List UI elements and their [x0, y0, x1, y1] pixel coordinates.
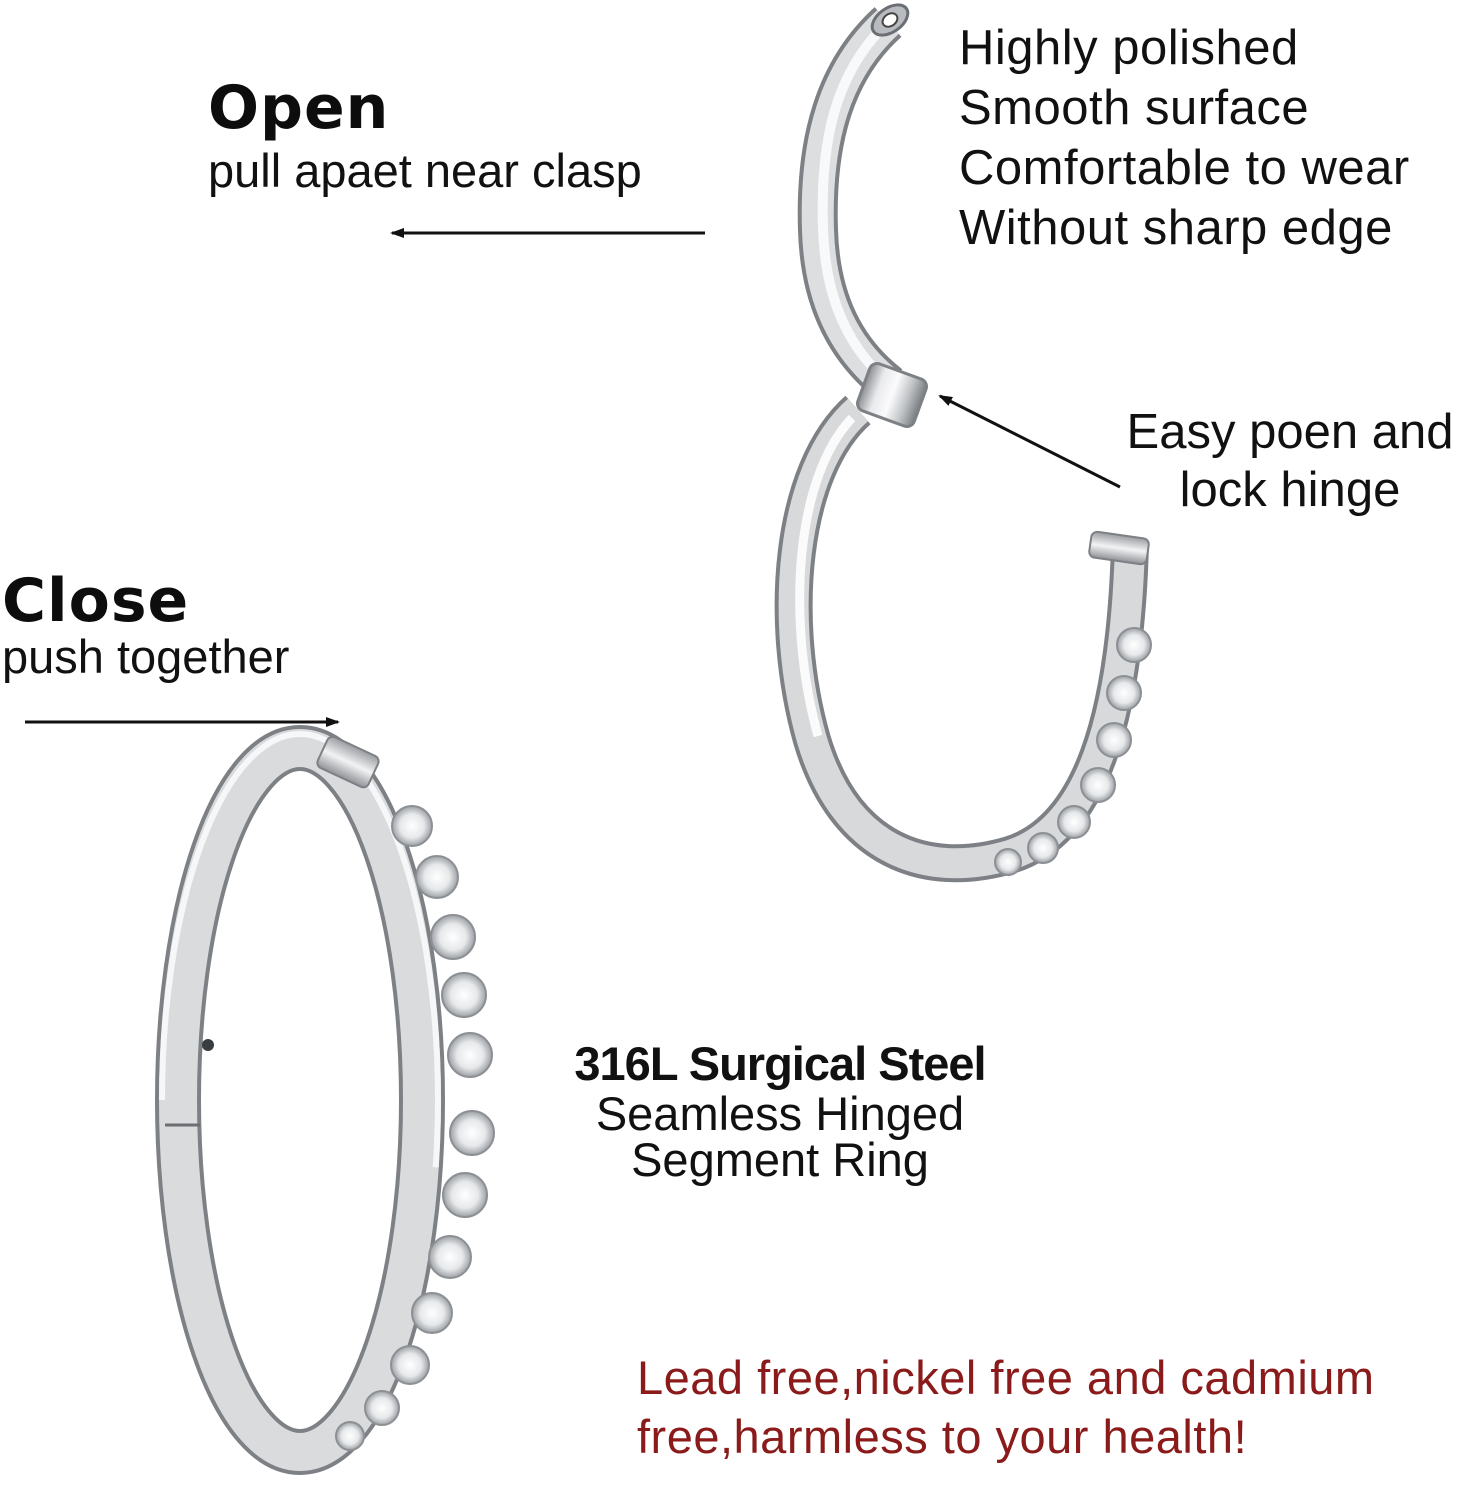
close-subtitle: push together — [2, 630, 290, 683]
open-subtitle: pull apaet near clasp — [208, 144, 642, 197]
hinge-note-line: Easy poen and — [1126, 405, 1454, 459]
feature-list: Highly polished Smooth surface Comfortab… — [959, 18, 1410, 258]
feature-item: Smooth surface — [959, 81, 1310, 135]
closed-ring — [155, 725, 445, 1475]
hinge-pointer-arrow — [938, 394, 1121, 489]
hinge-note-line: lock hinge — [1179, 463, 1401, 517]
material-title: 316L Surgical Steel — [574, 1037, 986, 1090]
open-ring-hinged-segment — [797, 3, 910, 401]
hinge-note: Easy poen and lock hinge — [1108, 403, 1472, 519]
closed-ring-gem-row — [335, 805, 495, 1451]
health-note-line: Lead free,nickel free and cadmium — [637, 1351, 1375, 1404]
hinge-joint — [856, 362, 928, 428]
material-line-2: Segment Ring — [631, 1133, 929, 1186]
material-line-1: Seamless Hinged — [595, 1087, 965, 1140]
feature-item: Without sharp edge — [959, 201, 1393, 255]
health-note: Lead free,nickel free and cadmium free,h… — [637, 1348, 1375, 1466]
material-block: 316L Surgical Steel Seamless Hinged Segm… — [540, 1036, 1020, 1183]
close-title: Close — [2, 566, 190, 636]
health-note-line: free,harmless to your health! — [637, 1410, 1248, 1463]
open-title: Open — [208, 73, 390, 143]
feature-item: Highly polished — [959, 21, 1299, 75]
feature-item: Comfortable to wear — [959, 141, 1410, 195]
open-ring-gem-row — [994, 627, 1152, 876]
